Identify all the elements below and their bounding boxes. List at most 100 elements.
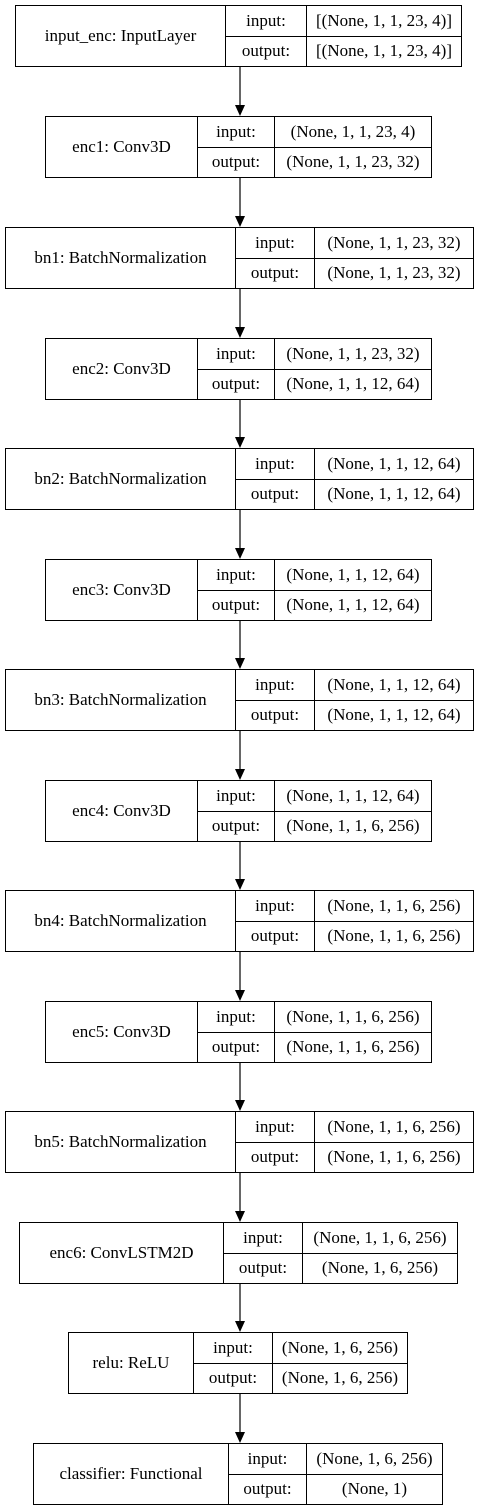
layer-shapes: input:(None, 1, 1, 23, 32)output:(None, … [198, 339, 431, 399]
output-label: output: [194, 1363, 273, 1393]
output-shape: (None, 1, 6, 256) [281, 1368, 399, 1388]
output-shape: (None, 1, 1, 12, 64) [286, 595, 420, 615]
output-shape: (None, 1, 1, 6, 256) [286, 1037, 420, 1057]
output-shape: (None, 1, 1, 23, 32) [286, 152, 420, 172]
input-row: input:(None, 1, 1, 12, 64) [198, 560, 431, 590]
input-row: input: (None, 1, 1, 6, 256) [236, 1112, 473, 1142]
layer-shapes: input:(None, 1, 1, 12, 64)output:(None, … [198, 781, 431, 841]
input-label: input: [198, 1002, 275, 1032]
output-row: output: (None, 1, 1, 6, 256) [198, 810, 431, 841]
layer-shapes: input:(None, 1, 1, 12, 64)output:(None, … [236, 449, 473, 509]
output-row: output:(None, 1) [229, 1473, 442, 1504]
input-label: input: [198, 117, 275, 147]
input-label: input: [198, 339, 275, 369]
layer-shapes: input:(None, 1, 1, 12, 64)output: (None, … [198, 560, 431, 620]
input-shape: (None, 1, 6, 256) [316, 1448, 433, 1468]
layer-name: enc5: Conv3D [46, 1002, 198, 1062]
input-row: input: (None, 1, 6, 256) [229, 1444, 442, 1474]
output-row: output:(None, 1, 1, 6, 256) [236, 920, 473, 951]
output-label: output: [236, 700, 315, 730]
layer-name: classifier: Functional [34, 1444, 229, 1504]
arrowhead-icon [235, 548, 245, 559]
layer-shapes: input:(None, 1, 1, 12, 64)output: (None, … [236, 670, 473, 730]
output-shape: (None, 1, 1, 6, 256) [327, 1147, 461, 1167]
arrowhead-icon [235, 879, 245, 890]
arrowhead-icon [235, 105, 245, 116]
arrowhead-icon [235, 216, 245, 227]
output-label: output: [229, 1474, 307, 1504]
arrowhead-icon [235, 990, 245, 1001]
layer-name: bn4: BatchNormalization [6, 891, 236, 951]
input-label: input: [224, 1223, 303, 1253]
input-row: input: (None, 1, 1, 23, 32) [236, 228, 473, 258]
output-shape: (None, 1, 1, 23, 32) [327, 263, 461, 283]
input-label: input: [194, 1333, 273, 1363]
layer-shapes: input:(None, 1, 1, 6, 256)output: (None, … [198, 1002, 431, 1062]
layer-shapes: input: (None, 1, 1, 23, 32) output: (None, … [236, 228, 473, 288]
input-shape: (None, 1, 1, 23, 4) [290, 121, 416, 141]
input-label: input: [236, 1112, 315, 1142]
input-row: input:(None, 1, 1, 23, 32) [198, 339, 431, 369]
output-row: output: (None, 1, 1, 12, 64) [236, 699, 473, 730]
output-row: output: (None, 1, 1, 23, 32) [236, 257, 473, 288]
layer-name: bn3: BatchNormalization [6, 670, 236, 730]
output-row: output: (None, 1, 1, 12, 64) [198, 589, 431, 620]
output-label: output: [198, 590, 275, 620]
arrowhead-icon [235, 769, 245, 780]
layer-shapes: input:(None, 1, 1, 6, 256)output:(None, … [224, 1223, 457, 1283]
output-shape: (None, 1, 1, 12, 64) [286, 374, 420, 394]
input-shape: (None, 1, 1, 23, 32) [327, 232, 461, 252]
arrowhead-icon [235, 437, 245, 448]
output-row: output: [(None, 1, 1, 23, 4)] [226, 35, 461, 66]
arrowhead-icon [235, 1211, 245, 1222]
input-shape: (None, 1, 1, 6, 256) [327, 1116, 461, 1136]
layer-shapes: input:(None, 1, 1, 23, 4)output:(None, 1… [198, 117, 431, 177]
output-label: output: [198, 811, 275, 841]
input-label: input: [198, 781, 275, 811]
input-row: input:(None, 1, 1, 12, 64) [236, 670, 473, 700]
layer-shapes: input:(None, 1, 6, 256)output: (None, 1, … [194, 1333, 407, 1393]
layer-shapes: input: (None, 1, 6, 256) output:(None, 1) [229, 1444, 442, 1504]
layer-name: enc1: Conv3D [46, 117, 198, 177]
input-row: input: (None, 1, 1, 12, 64) [236, 449, 473, 479]
output-row: output:(None, 1, 6, 256) [224, 1252, 457, 1283]
arrowhead-icon [235, 1100, 245, 1111]
input-shape: (None, 1, 1, 12, 64) [327, 453, 461, 473]
output-label: output: [236, 258, 315, 288]
layer-name: relu: ReLU [69, 1333, 194, 1393]
input-shape: [(None, 1, 1, 23, 4)] [316, 10, 452, 30]
arrowhead-icon [235, 1321, 245, 1332]
output-shape: (None, 1, 1, 12, 64) [327, 705, 461, 725]
layer-name: bn2: BatchNormalization [6, 449, 236, 509]
input-label: input: [198, 560, 275, 590]
layer-shapes: input: [(None, 1, 1, 23, 4)] output: [(None… [226, 6, 461, 66]
output-label: output: [226, 36, 307, 66]
input-label: input: [226, 6, 307, 36]
input-label: input: [236, 449, 315, 479]
input-row: input:(None, 1, 6, 256) [194, 1333, 407, 1363]
output-row: output:(None, 1, 1, 6, 256) [236, 1141, 473, 1172]
output-label: output: [224, 1253, 303, 1283]
output-label: output: [198, 1032, 275, 1062]
layer-name: bn1: BatchNormalization [6, 228, 236, 288]
output-label: output: [236, 921, 315, 951]
output-shape: [(None, 1, 1, 23, 4)] [316, 41, 452, 61]
input-label: input: [229, 1444, 307, 1474]
layer-name: enc2: Conv3D [46, 339, 198, 399]
output-row: output:(None, 1, 1, 12, 64) [198, 368, 431, 399]
layer-shapes: input:(None, 1, 1, 6, 256)output:(None, … [236, 891, 473, 951]
input-label: input: [236, 228, 315, 258]
output-shape: (None, 1, 1, 6, 256) [286, 816, 420, 836]
input-row: input:(None, 1, 1, 6, 256) [198, 1002, 431, 1032]
input-label: input: [236, 891, 315, 921]
